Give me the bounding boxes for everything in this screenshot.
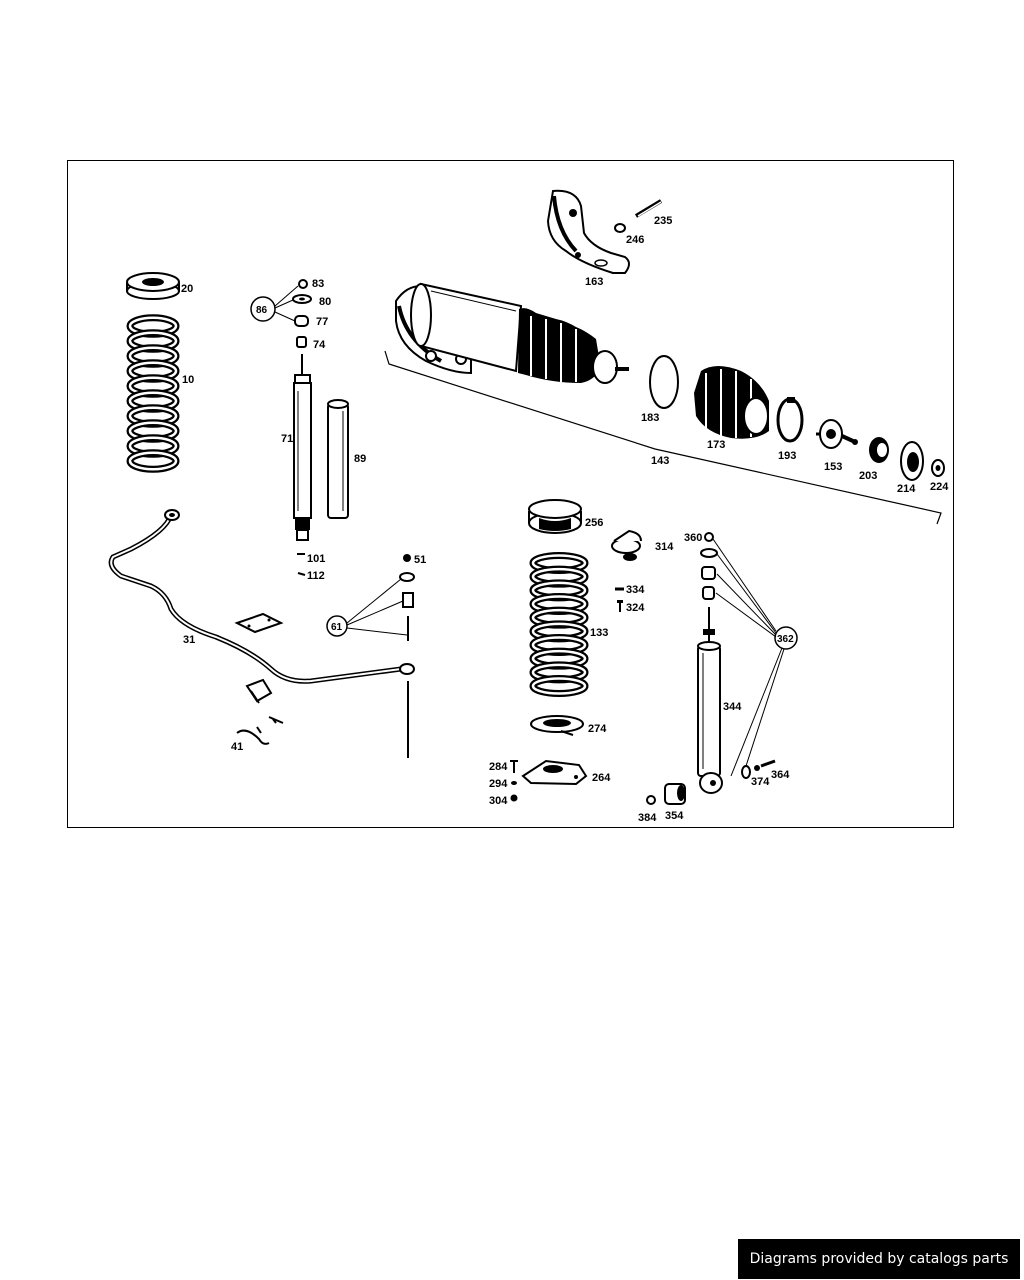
part-71-shock-absorber: [293, 354, 312, 576]
callout-203: 203: [859, 470, 877, 482]
part-374-washer: [741, 765, 751, 779]
callout-163: 163: [585, 276, 603, 288]
part-41-clamp: [236, 678, 284, 745]
callout-77: 77: [316, 316, 328, 328]
callout-101: 101: [307, 553, 325, 565]
callout-71: 71: [281, 433, 293, 445]
callout-354: 354: [665, 810, 684, 822]
part-133-coil-spring: [529, 551, 589, 698]
part-264-plate: [521, 759, 588, 786]
part-153-ball-joint: [816, 419, 858, 449]
callout-89: 89: [354, 453, 366, 465]
part-364-nut: [754, 759, 776, 771]
part-304-nut: [510, 794, 518, 802]
part-203-bushing: [869, 437, 889, 463]
callout-10: 10: [182, 374, 194, 386]
part-31-stabilizer-bar: [108, 509, 415, 684]
callout-314: 314: [655, 541, 674, 553]
callout-80: 80: [319, 296, 331, 308]
callout-235: 235: [654, 215, 672, 227]
callout-74: 74: [313, 339, 326, 351]
part-354-bushing: [664, 783, 686, 805]
part-384-nut: [646, 795, 656, 805]
leaders-362: [712, 538, 798, 777]
callout-304: 304: [489, 795, 508, 807]
callout-193: 193: [778, 450, 796, 462]
callout-214: 214: [897, 483, 916, 495]
callout-344: 344: [723, 701, 742, 713]
parts-diagram: 20 10 83 80 86 77 74 71 89 101 112 235 2…: [108, 189, 949, 824]
part-294-washer: [511, 781, 517, 785]
part-274-spring-pad: [530, 715, 584, 736]
part-235-bolt: [634, 199, 663, 218]
callout-86: 86: [256, 305, 268, 316]
part-10-coil-spring: [126, 314, 180, 473]
part-20-spring-seat: [126, 272, 180, 300]
part-314-buffer: [611, 529, 642, 561]
callout-246: 246: [626, 234, 644, 246]
callout-256: 256: [585, 517, 603, 529]
callout-51: 51: [414, 554, 426, 566]
callout-224: 224: [930, 481, 949, 493]
callout-362: 362: [777, 634, 794, 645]
callout-294: 294: [489, 778, 508, 790]
callout-61: 61: [331, 622, 343, 633]
callout-143: 143: [651, 455, 669, 467]
callout-274: 274: [588, 723, 607, 735]
part-193-clamp: [776, 397, 804, 443]
part-173-boot: [694, 366, 769, 439]
callout-284: 284: [489, 761, 508, 773]
part-224-nut: [931, 459, 945, 477]
part-89-protection-tube: [327, 399, 349, 519]
part-183-ring: [649, 355, 679, 409]
part-284-bolt: [510, 760, 518, 773]
part-163-bracket: [546, 189, 630, 274]
callout-31: 31: [183, 634, 195, 646]
footer-credit-text: Diagrams provided by catalogs parts: [749, 1251, 1009, 1267]
part-344-shock-absorber: [697, 532, 723, 794]
part-256-spring-seat: [528, 499, 582, 534]
callout-133: 133: [590, 627, 608, 639]
footer-credit-badge: Diagrams provided by catalogs parts: [738, 1239, 1020, 1279]
callout-334: 334: [626, 584, 645, 596]
callout-20: 20: [181, 283, 193, 295]
callout-183: 183: [641, 412, 659, 424]
callout-173: 173: [707, 439, 725, 451]
part-324-bolt: [617, 600, 623, 612]
callout-112: 112: [307, 570, 325, 582]
callout-374: 374: [751, 776, 770, 788]
callout-360: 360: [684, 532, 702, 544]
callout-153: 153: [824, 461, 842, 473]
callout-384: 384: [638, 812, 657, 824]
callout-324: 324: [626, 602, 645, 614]
part-214-cap: [900, 441, 924, 481]
callout-41: 41: [231, 741, 243, 753]
callout-264: 264: [592, 772, 611, 784]
mount-small-parts: [250, 279, 312, 348]
part-246-washer: [614, 223, 626, 233]
part-51-link-assembly: [326, 554, 415, 758]
assembly-bracket-143: [384, 350, 942, 525]
callout-364: 364: [771, 769, 790, 781]
part-143-cylinder-assembly: [395, 282, 629, 384]
callout-83: 83: [312, 278, 324, 290]
parts-diagram-frame: 20 10 83 80 86 77 74 71 89 101 112 235 2…: [67, 160, 954, 828]
